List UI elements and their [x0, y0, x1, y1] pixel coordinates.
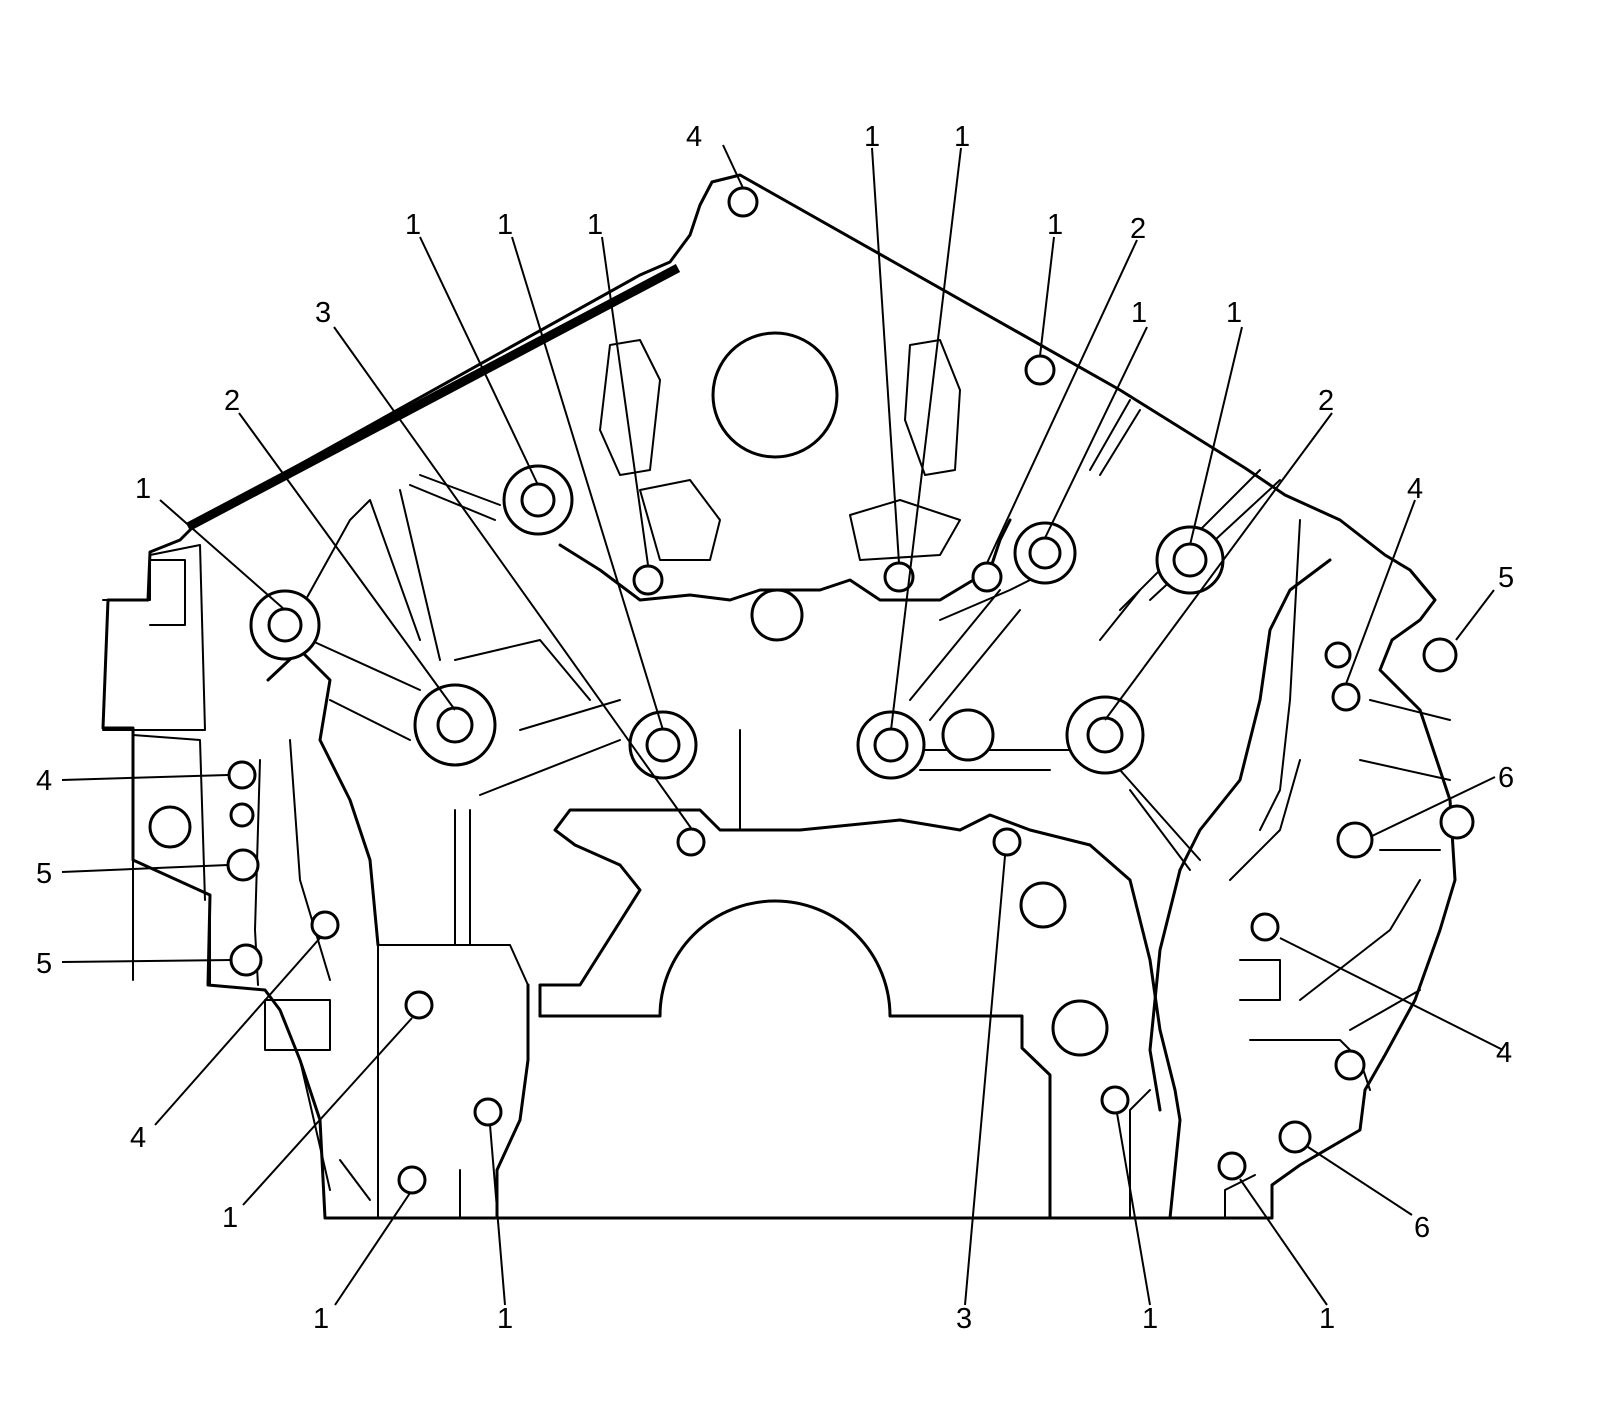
callout-1: 1: [1131, 297, 1147, 329]
callout-1: 1: [222, 1202, 238, 1234]
engine-block-outline: [101, 173, 1457, 1220]
callout-1: 1: [405, 209, 421, 241]
callout-4: 4: [1407, 473, 1423, 505]
callout-1: 1: [1226, 297, 1242, 329]
callout-1: 1: [587, 209, 603, 241]
callout-1: 1: [1319, 1303, 1335, 1335]
callout-4-top: 4: [686, 121, 702, 153]
callout-3: 3: [956, 1303, 972, 1335]
leader-lines: [61, 144, 1504, 1306]
callout-4: 4: [36, 765, 52, 797]
bolt-holes: [148, 186, 1475, 1195]
callout-1: 1: [1047, 209, 1063, 241]
callout-1: 1: [1142, 1303, 1158, 1335]
callout-1: 1: [135, 473, 151, 505]
callout-6: 6: [1414, 1212, 1430, 1244]
callout-1: 1: [864, 121, 880, 153]
callout-2: 2: [1318, 385, 1334, 417]
callout-numbers: 4 1 1 1 2 1 1 1 1 1 3 2 1 1 2 1 4 5 4 6 …: [36, 121, 1514, 1335]
callout-6: 6: [1498, 762, 1514, 794]
callout-5: 5: [36, 948, 52, 980]
callout-1: 1: [497, 1303, 513, 1335]
callout-5: 5: [1498, 562, 1514, 594]
callout-3: 3: [315, 297, 331, 329]
block-internal-ribs: [254, 339, 1451, 1220]
callout-4: 4: [1496, 1037, 1512, 1069]
callout-5: 5: [36, 858, 52, 890]
callout-4: 4: [130, 1122, 146, 1154]
callout-2: 2: [224, 385, 240, 417]
callout-1: 1: [313, 1303, 329, 1335]
callout-1: 1: [954, 121, 970, 153]
callout-2: 2: [1130, 213, 1146, 245]
callout-1: 1: [497, 209, 513, 241]
